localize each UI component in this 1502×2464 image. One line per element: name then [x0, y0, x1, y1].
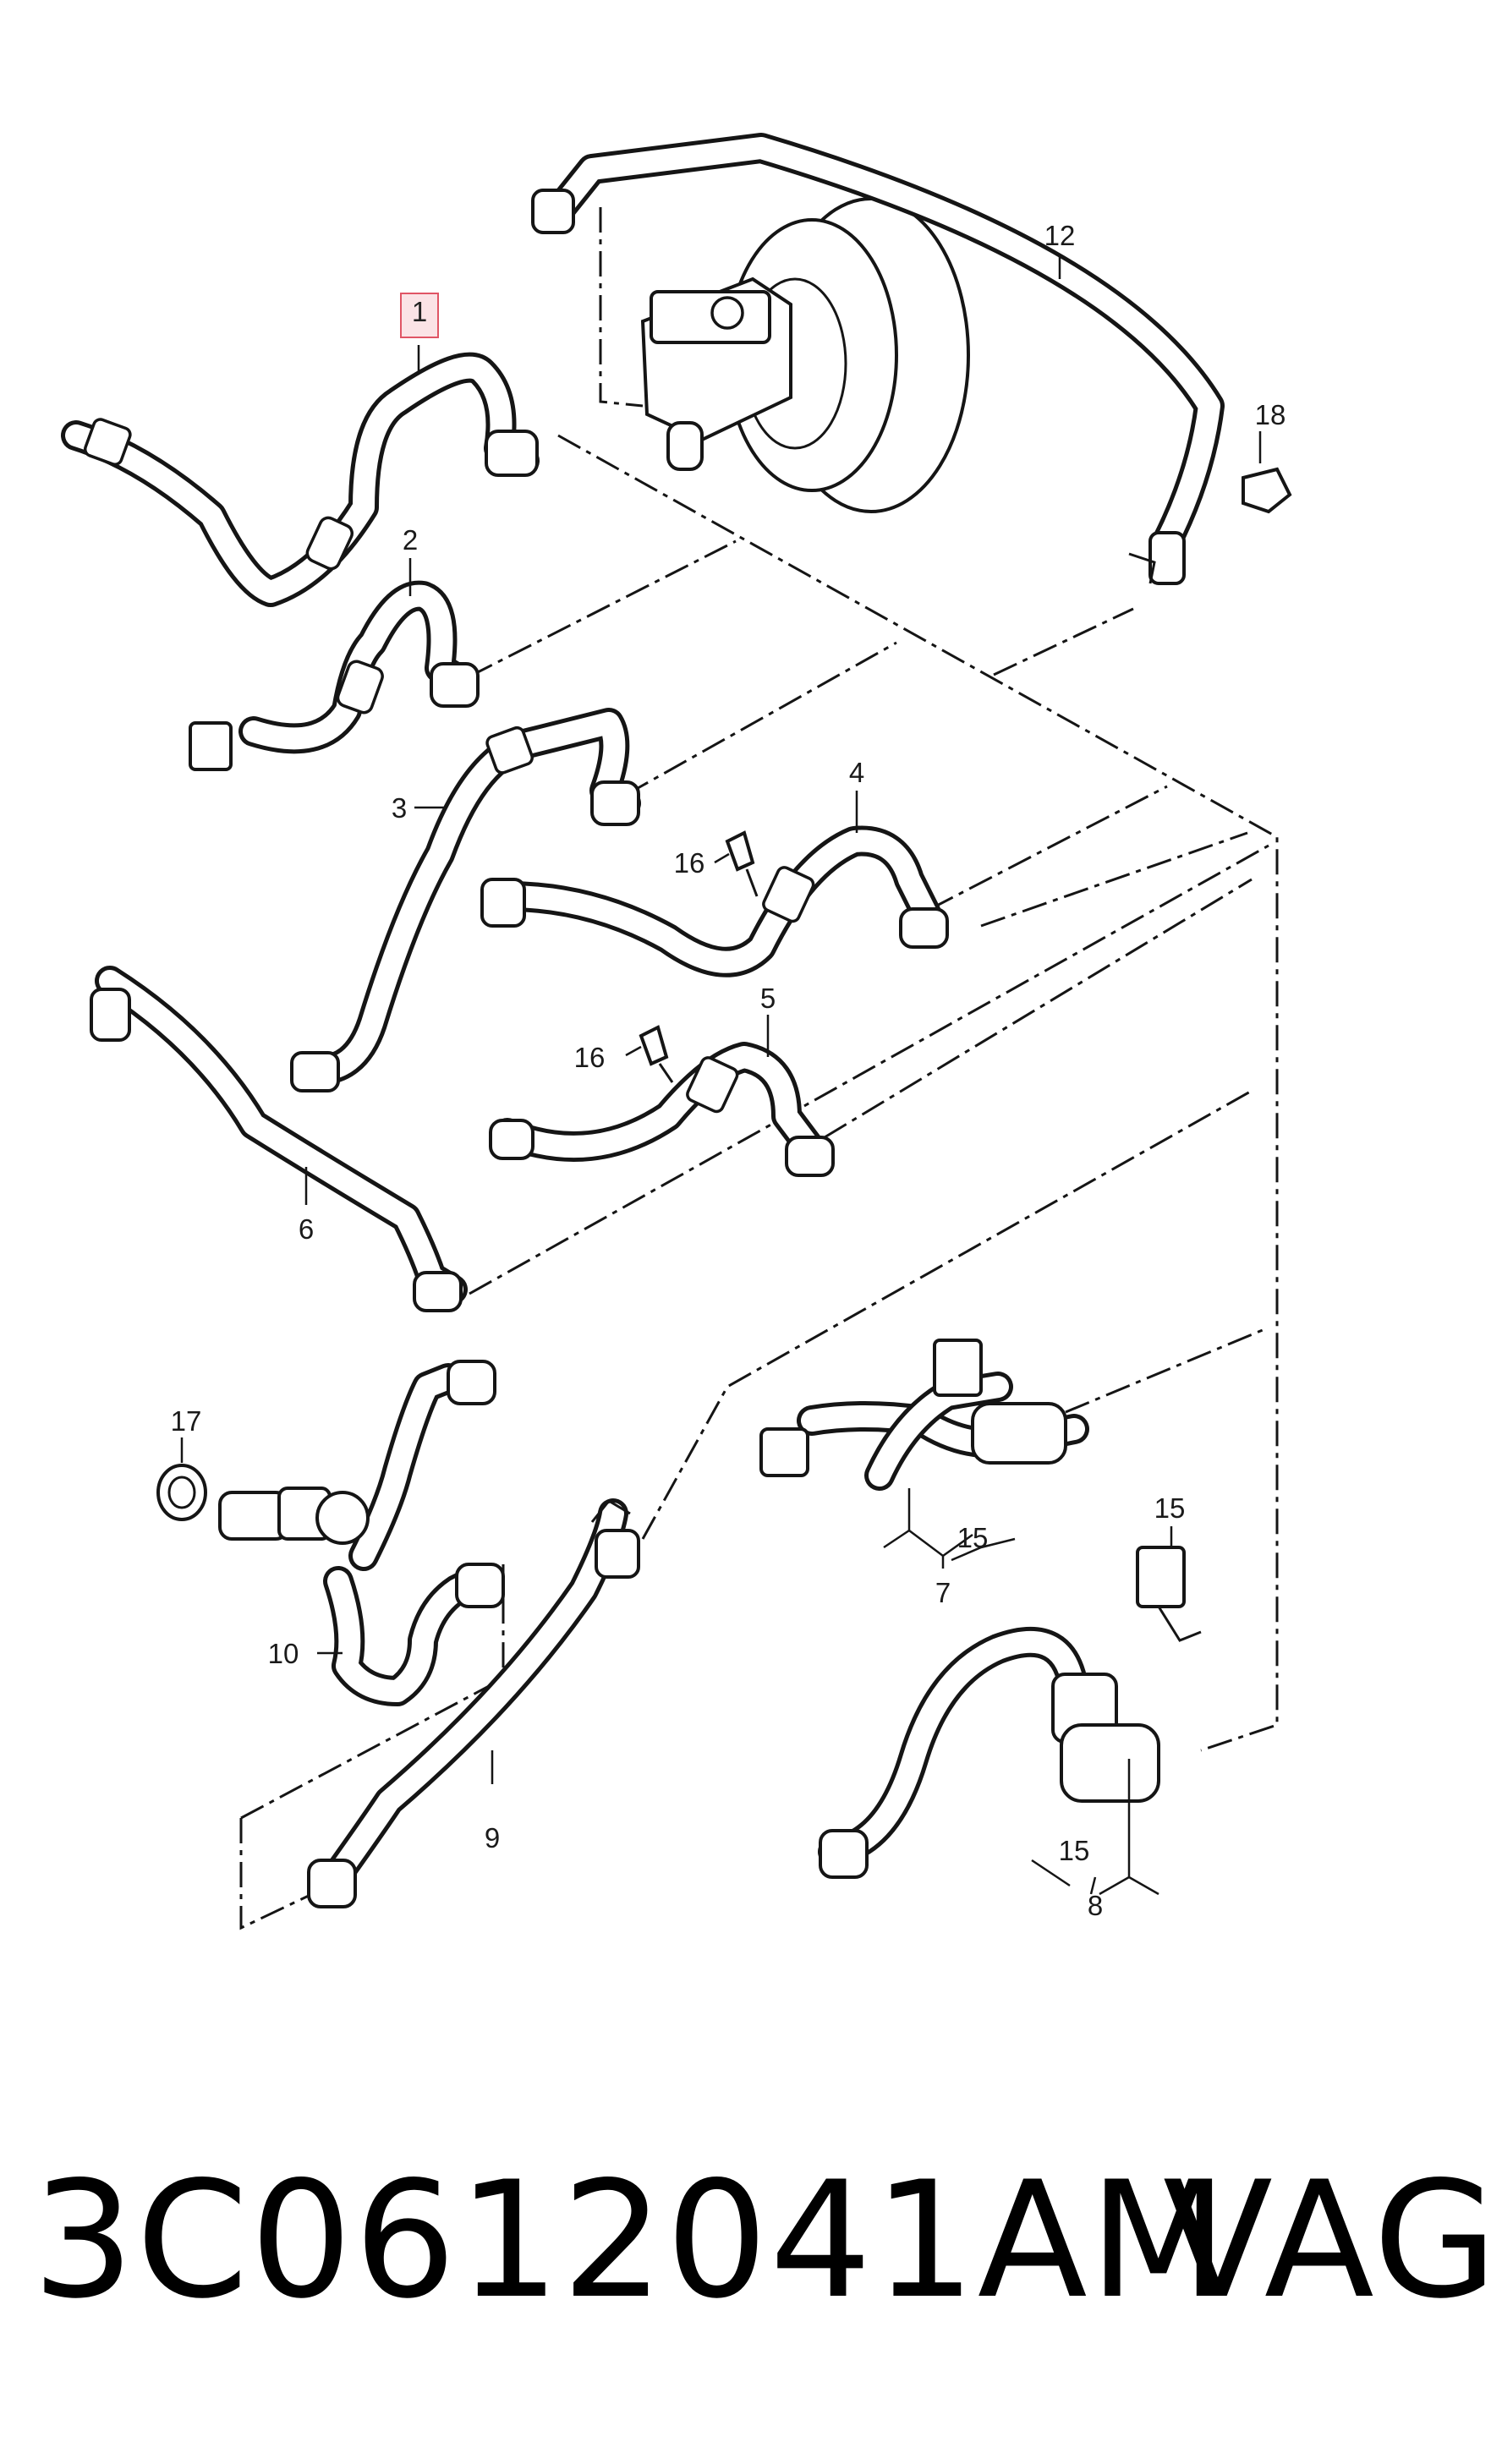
hose-2 — [189, 580, 480, 771]
hose-5 — [489, 1042, 835, 1177]
callout-15-upper: 15 — [957, 1522, 989, 1553]
callout-7: 7 — [935, 1577, 951, 1608]
callout-10: 10 — [268, 1638, 299, 1669]
hose-4 — [480, 825, 949, 977]
callout-16-lower: 16 — [574, 1042, 606, 1073]
callout-15-lower: 15 — [1059, 1835, 1090, 1866]
hose-1 — [61, 352, 540, 607]
clamp-17 — [156, 1464, 207, 1521]
callout-8: 8 — [1088, 1890, 1103, 1921]
callout-9: 9 — [485, 1822, 500, 1853]
cap-16-upper — [725, 830, 759, 897]
connection-lines — [239, 207, 1279, 1930]
callout-16-upper: 16 — [674, 847, 705, 879]
valve-assembly-7 — [759, 1339, 1089, 1491]
callout-numbers: 2 3 4 5 6 7 8 9 10 12 15 15 15 16 16 17 … — [171, 220, 1286, 1921]
hose-9 — [307, 1498, 640, 1908]
callout-18: 18 — [1255, 399, 1286, 430]
hose-3 — [290, 708, 641, 1092]
callout-1: 1 — [411, 296, 428, 327]
hose-12 — [531, 133, 1225, 585]
valve-assembly-8 — [818, 1546, 1202, 1879]
brand-text: VAG — [1163, 2147, 1499, 2334]
callout-3: 3 — [392, 792, 407, 824]
part-number-text: 3C0612041AM — [32, 2147, 1230, 2334]
callout-17: 17 — [171, 1405, 202, 1437]
callout-15-right: 15 — [1154, 1492, 1186, 1524]
highlighted-callout-box[interactable] — [400, 293, 439, 338]
brake-booster — [640, 197, 970, 513]
callout-12: 12 — [1044, 220, 1076, 251]
callout-leaders — [180, 254, 1262, 1896]
cap-16-lower — [639, 1025, 674, 1083]
hose-6 — [90, 966, 468, 1312]
clip-18 — [1242, 467, 1292, 514]
callout-6: 6 — [299, 1213, 314, 1245]
callout-5: 5 — [760, 983, 776, 1014]
callout-2: 2 — [403, 524, 418, 556]
hose-10 — [218, 1360, 505, 1706]
callout-4: 4 — [849, 757, 864, 788]
